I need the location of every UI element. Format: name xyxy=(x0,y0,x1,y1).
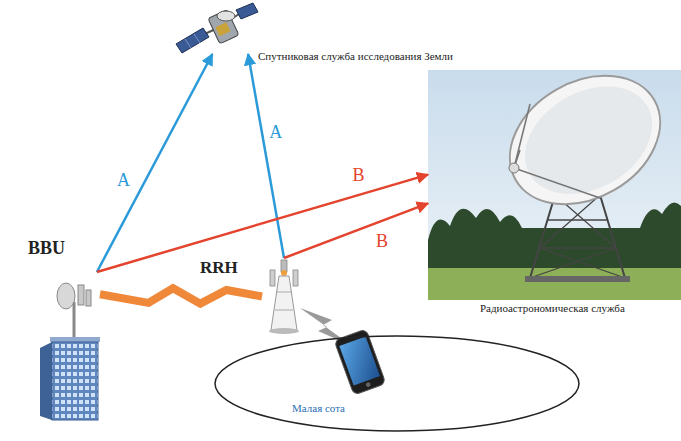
cell-outline xyxy=(214,335,580,432)
smartphone-icon xyxy=(334,329,386,395)
unit-label: BBU xyxy=(28,238,65,259)
radio-telescope-photo xyxy=(428,50,681,300)
path-letter: A xyxy=(269,123,282,141)
feed-leg xyxy=(514,104,530,168)
panel-grid xyxy=(185,39,191,48)
satellite-body xyxy=(208,10,239,44)
truss-bar xyxy=(540,248,625,278)
cell-ellipse xyxy=(215,336,579,431)
dish-rim xyxy=(487,50,681,230)
area-label: Малая сота xyxy=(292,402,345,415)
telescope-base xyxy=(525,276,630,282)
phone-body xyxy=(334,329,386,395)
bbu-node: BBU xyxy=(38,272,100,420)
sub-reflector xyxy=(509,163,519,173)
antenna-panel xyxy=(78,285,84,305)
satellite-dish xyxy=(217,11,235,21)
tower-strut xyxy=(275,310,293,311)
phone-button xyxy=(365,382,371,388)
signal-arrow xyxy=(248,54,284,258)
service-label: Спутниковая служба исследования Земли xyxy=(258,50,453,63)
building-side xyxy=(40,342,52,420)
antenna-panel xyxy=(86,290,91,306)
path-letter: A xyxy=(117,171,130,189)
satellite-icon xyxy=(176,3,258,53)
building-front xyxy=(52,342,98,420)
antenna-panel xyxy=(293,270,298,286)
bbu-building-icon xyxy=(40,283,100,420)
tower-base xyxy=(269,328,299,334)
gold-foil xyxy=(215,22,230,36)
phone-screen xyxy=(339,337,380,386)
photo-grass xyxy=(428,268,681,300)
signal-arrow xyxy=(97,54,212,272)
truss-bar xyxy=(530,248,616,278)
building-roof xyxy=(50,337,100,342)
dish-surface xyxy=(506,65,672,216)
panel-grid xyxy=(194,34,200,43)
interference-arrow xyxy=(284,203,428,258)
feed-leg xyxy=(514,168,600,198)
telescope-dish xyxy=(487,50,681,230)
antenna-ring xyxy=(281,270,287,276)
service-label: Радиоастрономическая служба xyxy=(480,302,625,315)
path-letter: B xyxy=(376,232,388,250)
photo-trees xyxy=(428,202,681,276)
antenna-panel xyxy=(270,270,275,286)
telescope-node: Радиоастрономическая служба xyxy=(428,70,681,300)
unit-label: RRH xyxy=(200,258,238,278)
rrh-tower-icon xyxy=(269,260,299,334)
interference-arrow xyxy=(97,175,428,272)
truss-bar xyxy=(540,247,616,249)
small-cell-area: Малая сота xyxy=(214,335,580,432)
antenna-dish xyxy=(57,283,75,309)
telescope-truss xyxy=(530,195,625,278)
tower-strut xyxy=(277,292,291,293)
tower-body xyxy=(271,276,297,330)
truss-bar xyxy=(548,219,608,221)
wireless-link xyxy=(100,288,262,303)
antenna-mast xyxy=(73,302,76,338)
solar-panel xyxy=(176,28,209,53)
path-letter: B xyxy=(352,166,364,184)
solar-panel xyxy=(236,3,258,19)
satellite-node: Спутниковая служба исследования Земли xyxy=(175,2,260,54)
rrh-node: RRH xyxy=(262,258,306,335)
